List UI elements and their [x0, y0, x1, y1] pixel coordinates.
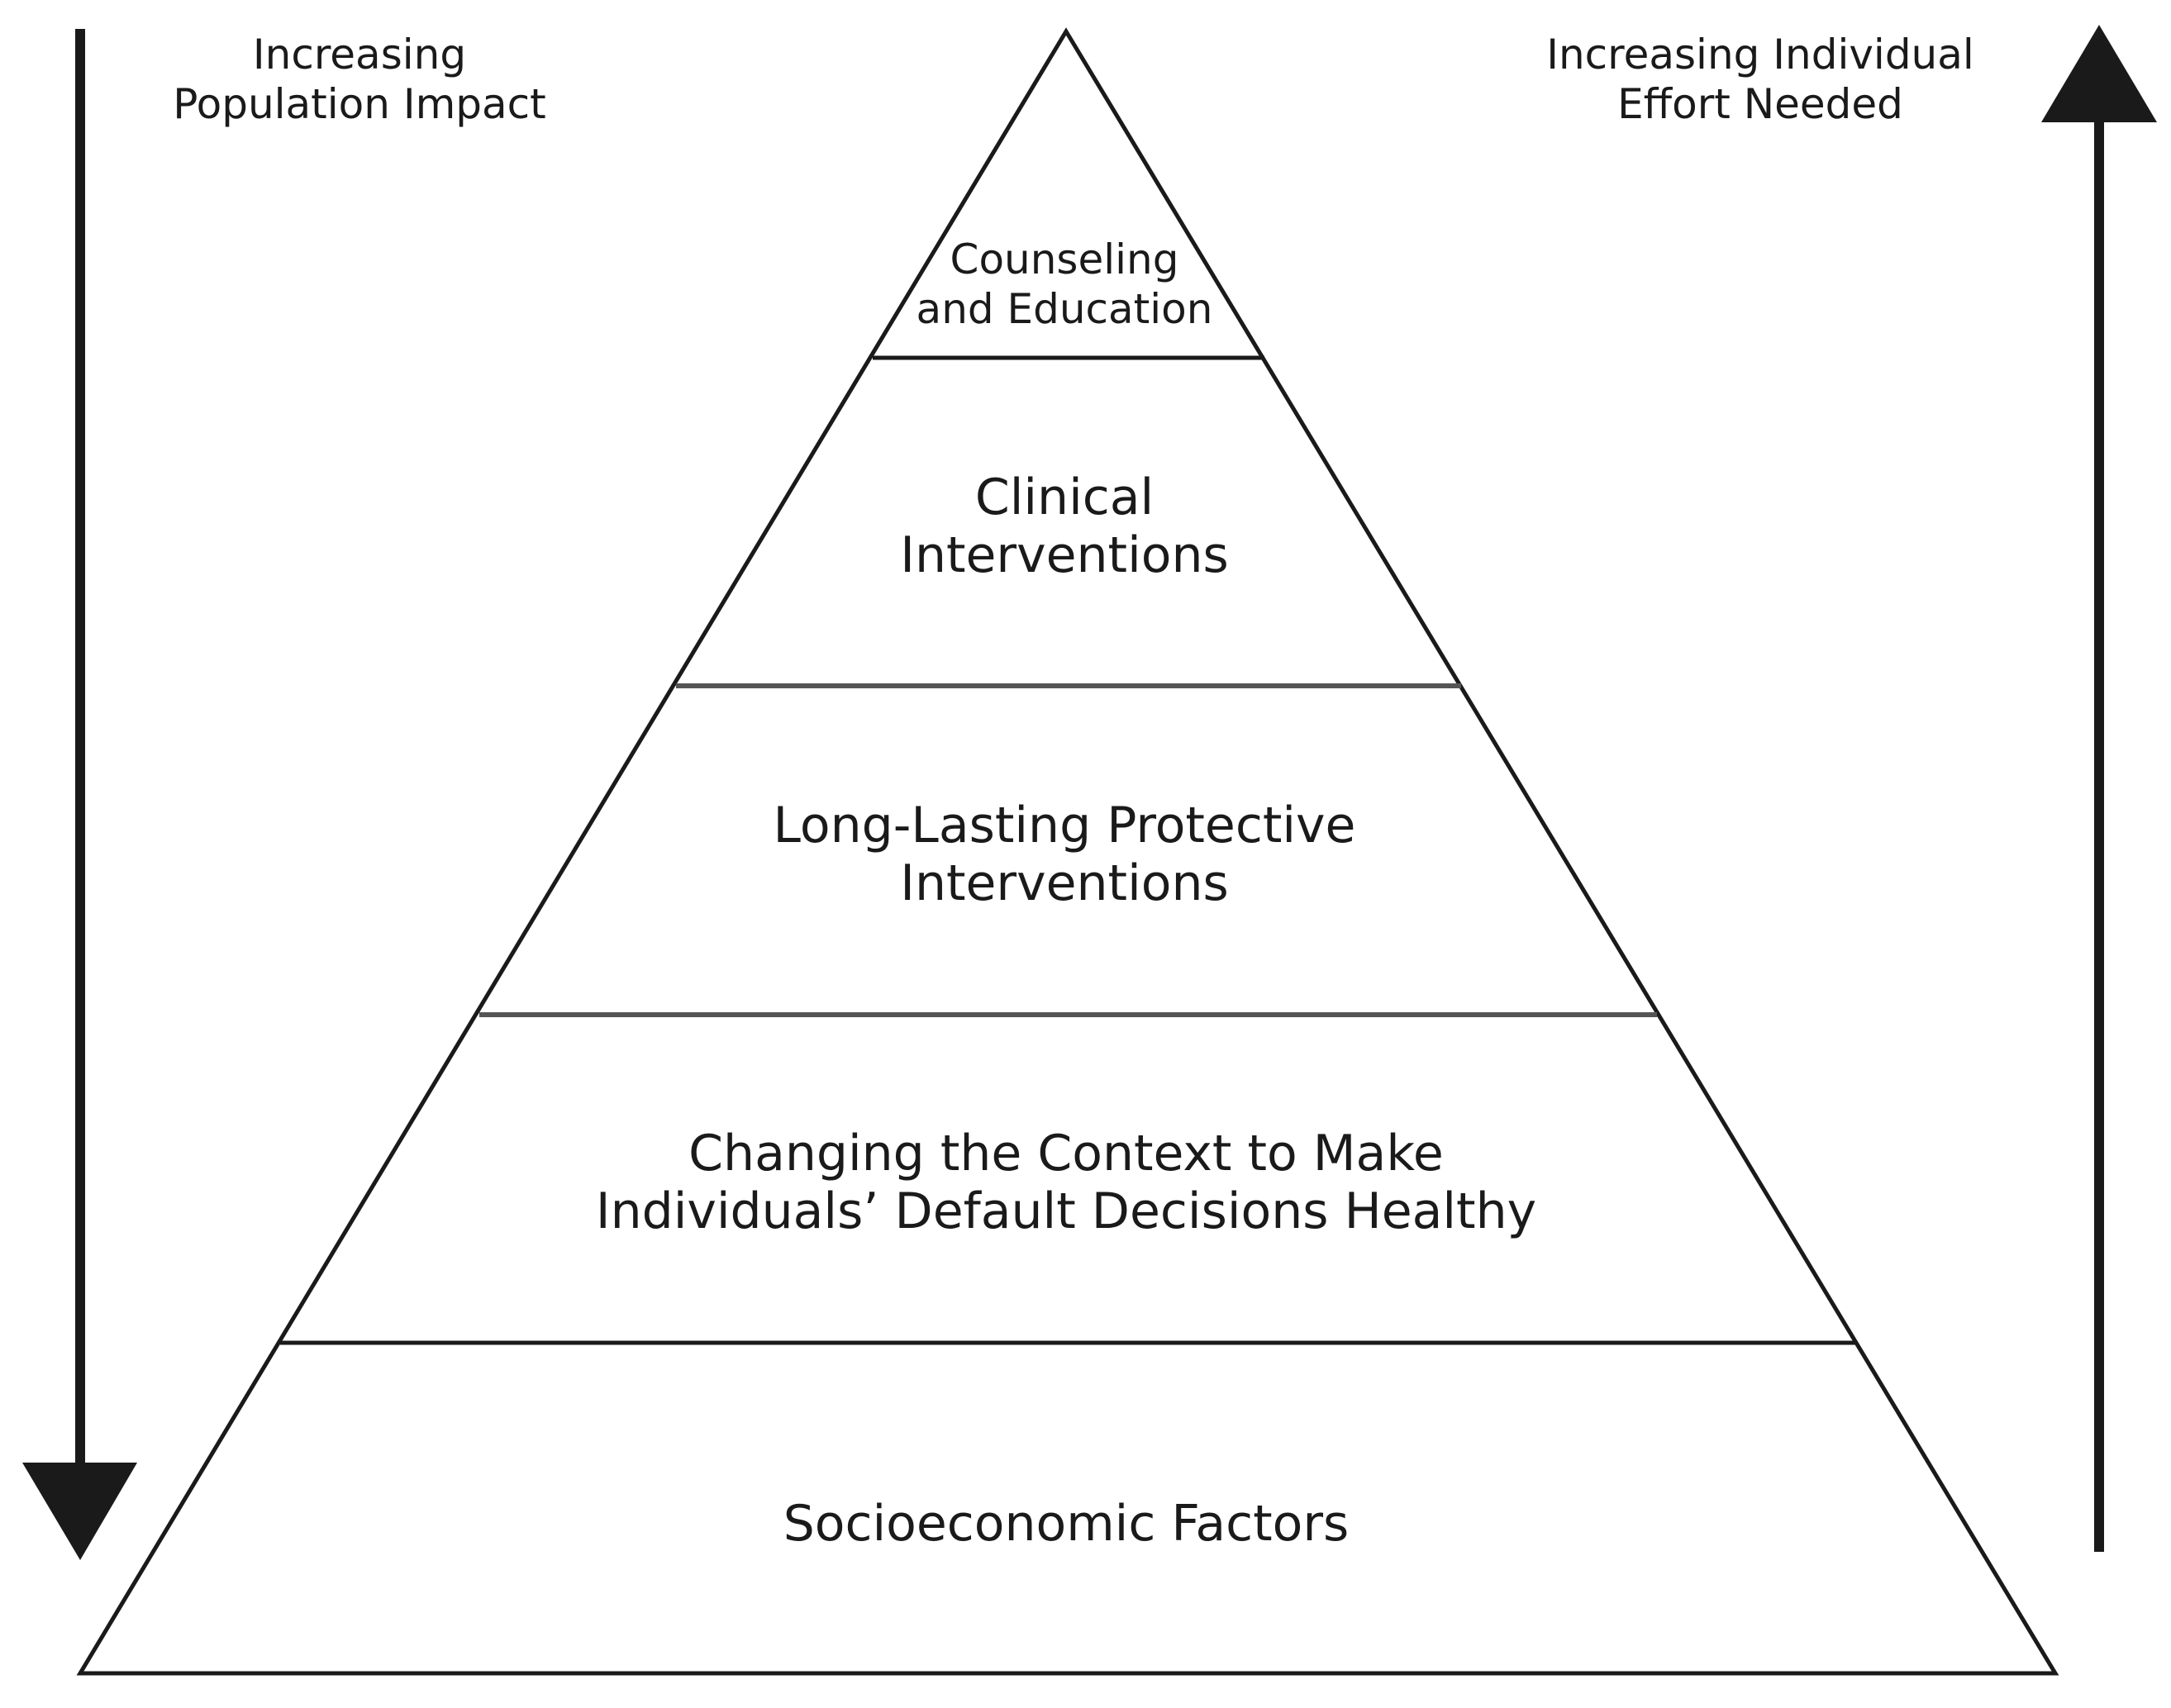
tier-label-counseling-education: Counseling and Education	[916, 235, 1213, 334]
tier-1-line-1: Counseling	[950, 236, 1179, 283]
tier-2-line-1: Clinical	[974, 469, 1155, 526]
right-arrow-head	[2041, 25, 2157, 122]
pyramid-outline	[76, 27, 2059, 1676]
tier-label-clinical-interventions: Clinical Interventions	[900, 469, 1228, 584]
tier-4-line-2: Individuals’ Default Decisions Healthy	[595, 1182, 1537, 1240]
left-arrow-label: Increasing Population Impact	[173, 30, 546, 129]
tier-label-socioeconomic-factors: Socioeconomic Factors	[783, 1495, 1350, 1553]
left-arrow-label-line-2: Population Impact	[173, 80, 546, 128]
right-arrow-label-line-2: Effort Needed	[1617, 80, 1903, 128]
right-arrow-label: Increasing Individual Effort Needed	[1546, 30, 1974, 129]
left-arrow-label-line-1: Increasing	[252, 31, 467, 79]
tier-3-line-1: Long-Lasting Protective	[773, 797, 1356, 854]
tier-4-line-1: Changing the Context to Make	[688, 1125, 1444, 1182]
tier-label-changing-context: Changing the Context to Make Individuals…	[596, 1125, 1536, 1240]
left-arrow-head	[22, 1463, 137, 1560]
tier-5-line-1: Socioeconomic Factors	[783, 1495, 1350, 1553]
right-arrow-label-line-1: Increasing Individual	[1546, 31, 1974, 79]
tier-1-line-2: and Education	[916, 285, 1213, 333]
tier-3-line-2: Interventions	[900, 854, 1229, 912]
tier-label-long-lasting-protective: Long-Lasting Protective Interventions	[774, 797, 1356, 912]
tier-2-line-2: Interventions	[900, 526, 1229, 584]
